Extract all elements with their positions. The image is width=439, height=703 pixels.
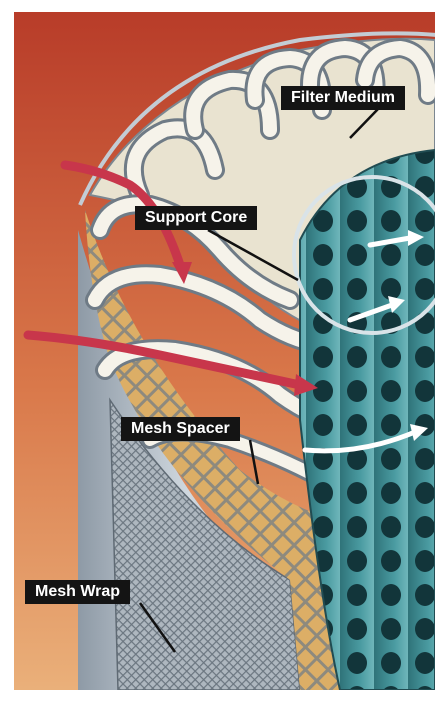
label-support-core: Support Core: [135, 206, 257, 230]
label-mesh-wrap: Mesh Wrap: [25, 580, 130, 604]
label-filter-medium: Filter Medium: [281, 86, 405, 110]
label-mesh-spacer: Mesh Spacer: [121, 417, 240, 441]
